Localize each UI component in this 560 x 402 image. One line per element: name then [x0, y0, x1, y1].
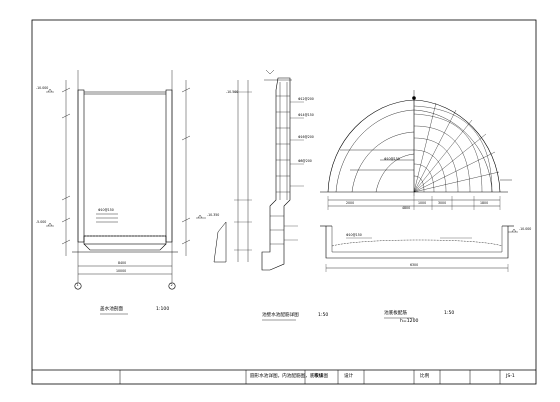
grid-bubble-1: 1	[76, 283, 79, 288]
check-label: 审核	[314, 374, 324, 379]
plan-dim-2: 1000	[418, 201, 427, 205]
sheet-label: JS-1	[506, 374, 515, 379]
elev-low-label: -10.350	[207, 213, 220, 217]
left-bar-label: Φ10@150	[98, 208, 114, 212]
left-scale: 1:100	[156, 307, 170, 312]
slab-bar-label: Φ10@150	[346, 233, 362, 237]
plan-dim-1: 2000	[346, 201, 355, 205]
elev-mid-label: -5.000	[36, 220, 47, 224]
design-label: 设计	[344, 374, 354, 379]
middle-scale: 1:50	[318, 313, 329, 318]
left-section-drawing	[46, 70, 206, 290]
mid-bar-c: Φ14@150	[298, 113, 314, 117]
mid-elev-label: -10.500	[226, 90, 239, 94]
floor-slab-section	[320, 225, 518, 272]
drawing-name: 圆形水池详图，内池配筋图，底板详图	[250, 374, 329, 379]
dome-plan	[320, 90, 512, 210]
middle-title: 池壁水池配筋详图	[262, 313, 299, 318]
plan-dim-total: 4800	[402, 206, 411, 210]
outer-frame	[31, 19, 537, 385]
right-title: 池底板配筋	[384, 311, 407, 316]
title-block-dividers	[119, 370, 501, 384]
left-title: 盖水池剖面	[100, 307, 123, 312]
middle-wall-detail	[213, 69, 304, 271]
mid-bar-e: Φ8@200	[298, 159, 312, 163]
elev-top-label: -10.000	[36, 86, 49, 90]
slab-dim-label: 6300	[410, 263, 419, 267]
scale-label: 比例	[420, 374, 430, 379]
mid-bar-b: Φ12@200	[298, 97, 314, 101]
plan-dim-4: 1800	[480, 201, 489, 205]
mid-bar-d: Φ16@200	[298, 135, 314, 139]
slab-elev-label: -10.000	[519, 227, 532, 231]
right-note: h=1200	[400, 319, 419, 324]
dim-total-label: 10000	[116, 269, 127, 273]
dim-width-label: 8400	[118, 261, 127, 265]
right-scale: 1:50	[444, 311, 455, 316]
title-underlines	[100, 313, 414, 321]
grid-bubble-2: 2	[170, 283, 173, 288]
plan-dim-3: 3000	[438, 201, 447, 205]
plan-bar-label: Φ10@150	[384, 157, 400, 161]
